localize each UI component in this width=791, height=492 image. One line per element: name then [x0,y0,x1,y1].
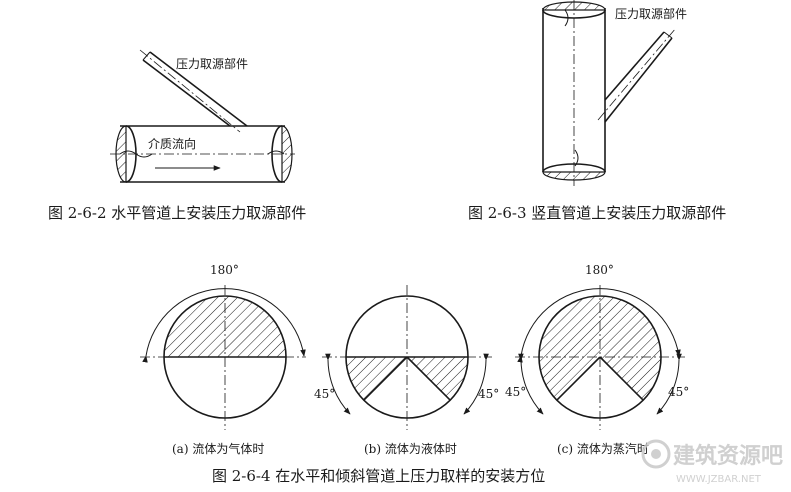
caption-figure-2-6-3: 图 2-6-3 竖直管道上安装压力取源部件 [468,204,726,222]
label-medium-flow: 介质流向 [148,136,196,151]
watermark-text: 建筑资源吧 [673,443,783,469]
watermark-url: WWW.JZBAR.NET [676,474,762,485]
panel-liquid: 45° 45° (b) 流体为液体时 [314,285,499,456]
watermark: 建筑资源吧 WWW.JZBAR.NET [641,439,783,485]
figure-2-6-4: 180° (a) 流体为气体时 45° 45° (b) 流体为液体时 [140,263,689,485]
angle-label-liquid-left: 45° [314,387,335,401]
watermark-logo-icon [641,439,671,469]
angle-label-steam-left: 45° [505,385,526,399]
label-pressure-component-b: 压力取源部件 [615,6,687,21]
caption-panel-liquid: (b) 流体为液体时 [364,441,457,456]
figure-2-6-2: 压力取源部件 介质流向 图 2-6-2 水平管道上安装压力取源部件 [48,49,306,222]
caption-figure-2-6-2: 图 2-6-2 水平管道上安装压力取源部件 [48,204,306,222]
angle-label-liquid-right: 45° [478,387,499,401]
panel-steam: 180° 45° 45° (c) 流体为蒸汽时 [505,263,689,456]
caption-figure-2-6-4: 图 2-6-4 在水平和倾斜管道上压力取样的安装方位 [212,467,545,485]
horizontal-pipe [110,125,295,183]
angle-label-steam-180: 180° [585,263,614,277]
caption-panel-steam: (c) 流体为蒸汽时 [557,441,649,456]
panel-gas: 180° (a) 流体为气体时 [140,263,306,456]
label-pressure-component-a: 压力取源部件 [176,56,248,71]
caption-panel-gas: (a) 流体为气体时 [172,441,264,456]
pressure-tap-branch-vertical [597,27,677,123]
vertical-pipe [542,0,606,186]
angle-label-gas-180: 180° [210,263,239,277]
figure-2-6-3: 压力取源部件 图 2-6-3 竖直管道上安装压力取源部件 [468,0,726,222]
angle-label-steam-right: 45° [668,385,689,399]
pressure-tap-branch [139,49,248,133]
